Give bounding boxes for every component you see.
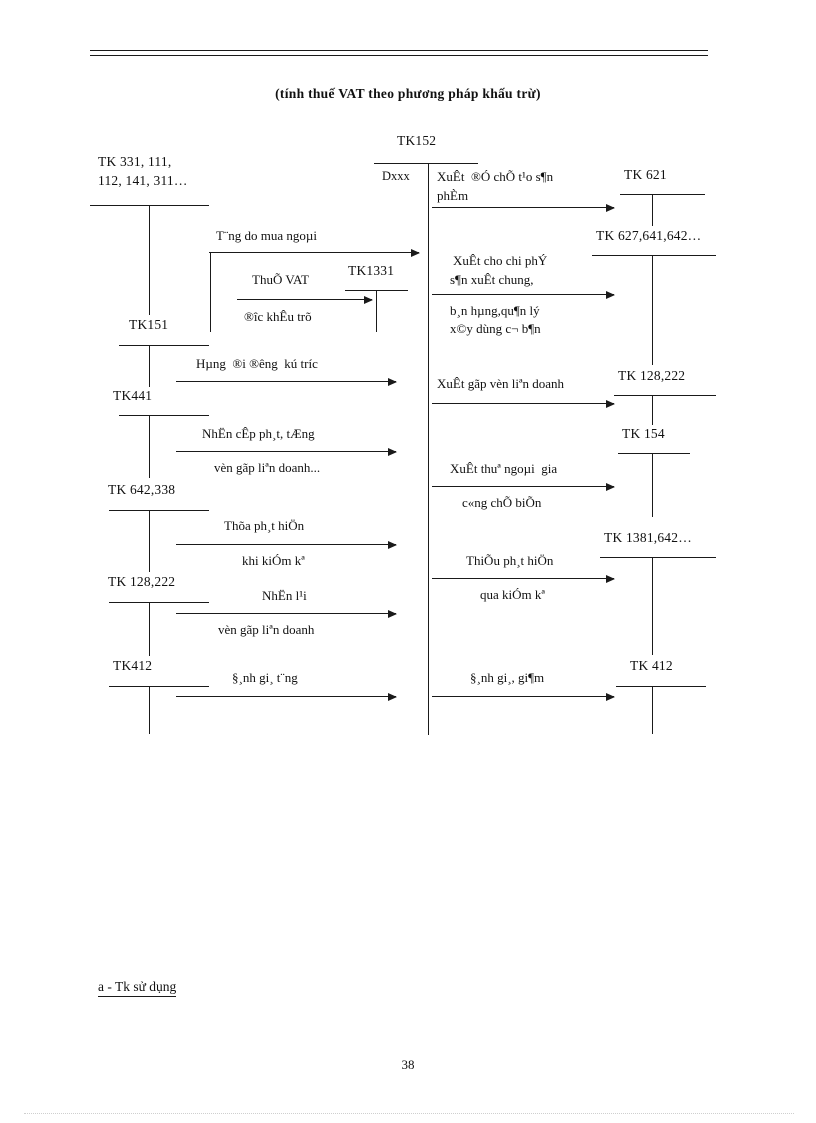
flow-xuat-thue-ngoai-arrow: [432, 482, 615, 491]
right-acct-128-222-stem: [652, 395, 653, 425]
flow-xuat-gop-von-arrow: [432, 399, 615, 408]
left-acct-128-222-bar: [109, 602, 209, 603]
page-title: (tính thuế VAT theo phương pháp khấu trừ…: [275, 86, 541, 101]
left-acct-441-stem: [149, 415, 150, 478]
header-rule: [90, 50, 708, 56]
left-acct-151-stem: [149, 345, 150, 387]
flow-thieu-phat-hien-label-above: ThiÕu ph¸t hiÖn: [466, 553, 554, 568]
footer-rule: [24, 1113, 794, 1114]
flow-nhan-lai-label-below: vèn gãp liªn doanh: [218, 622, 315, 637]
left-acct-128-222-label: TK 128,222: [108, 574, 176, 589]
center-account-stem: [428, 163, 429, 735]
flow-xuat-chi-phi-label-line2: s¶n xuÊt chung,: [450, 272, 534, 287]
left-acct-441-label: TK441: [113, 388, 153, 403]
flow-thue-vat-label-above: ThuÕ VAT: [252, 272, 309, 287]
right-acct-412-bar: [616, 686, 706, 687]
flow-thua-phat-hien-arrow: [176, 540, 397, 549]
flow-thue-vat-arrow: [237, 295, 373, 304]
left-acct-642-338-label: TK 642,338: [108, 482, 176, 497]
flow-xuat-chi-phi-label-below2: x©y dùng c¬ b¶n: [450, 321, 541, 336]
left-acct-642-338-stem: [149, 510, 150, 572]
flow-danh-gia-giam-label-above: §¸nh gi¸, gi¶m: [470, 670, 545, 685]
flow-nhan-lai-arrow: [176, 609, 397, 618]
center-account-balance: Dxxx: [382, 169, 410, 183]
center-account-label: TK152: [397, 133, 437, 148]
left-acct-441-bar: [119, 415, 209, 416]
flow-danh-gia-tang-label-above: §¸nh gi¸ t¨ng: [232, 670, 298, 685]
sub-account-1331-label: TK1331: [348, 263, 395, 278]
left-acct-331-stem: [149, 205, 150, 315]
right-acct-627-bar: [592, 255, 716, 256]
flow-thieu-phat-hien-arrow: [432, 574, 615, 583]
right-acct-1381-642-stem: [652, 557, 653, 655]
right-acct-128-222-label: TK 128,222: [618, 368, 686, 383]
right-acct-627-label: TK 627,641,642…: [596, 228, 702, 243]
right-acct-154-label: TK 154: [622, 426, 665, 441]
flow-nhan-lai-label-above: NhËn l¹i: [262, 588, 307, 603]
right-acct-1381-642-bar: [600, 557, 716, 558]
right-acct-128-222-bar: [614, 395, 716, 396]
right-acct-1381-642-label: TK 1381,642…: [604, 530, 692, 545]
flow-thua-phat-hien-label-above: Thõa ph¸t hiÖn: [224, 518, 305, 533]
flow-thua-phat-hien-label-below: khi kiÓm kª: [242, 553, 305, 568]
flow-tang-do-mua-ngoai-arrow: [209, 248, 420, 257]
flow-xuat-che-tao-label-line1: XuÊt ®Ó chÕ t¹o s¶n: [437, 169, 554, 184]
sub-account-1331-stem: [376, 290, 377, 332]
flow-nhan-cap-phat-label-below: vèn gãp liªn doanh...: [214, 460, 321, 475]
right-acct-412-stem: [652, 686, 653, 734]
page-number: 38: [401, 1057, 415, 1072]
flow-xuat-thue-ngoai-label-below: c«ng chÕ biÕn: [462, 495, 542, 510]
left-acct-128-222-stem: [149, 602, 150, 656]
center-account-top-bar: [374, 163, 478, 164]
flow-xuat-chi-phi-label-below1: b¸n hµng,qu¶n lý: [450, 303, 540, 318]
left-acct-331-label-line2: 112, 141, 311…: [98, 173, 188, 188]
flow-hang-di-duong-arrow: [176, 377, 397, 386]
left-acct-331-label-line1: TK 331, 111,: [98, 154, 172, 169]
section-note: a - Tk sử dụng: [98, 979, 177, 997]
left-acct-412-label: TK412: [113, 658, 153, 673]
right-acct-154-bar: [618, 453, 690, 454]
right-acct-621-stem: [652, 194, 653, 226]
left-acct-151-label: TK151: [129, 317, 169, 332]
flow-xuat-gop-von-label-above: XuÊt gãp vèn liªn doanh: [437, 376, 565, 391]
flow-danh-gia-tang-arrow: [176, 692, 397, 701]
flow-xuat-che-tao-label-line2: phÈm: [437, 188, 469, 203]
flow-xuat-thue-ngoai-label-above: XuÊt thuª ngoµi gia: [450, 461, 558, 476]
flow-thieu-phat-hien-label-below: qua kiÓm kª: [480, 587, 545, 602]
flow-tang-do-mua-ngoai-label-above: T¨ng do mua ngoµi: [216, 228, 318, 243]
flow-xuat-chi-phi-label-line1: XuÊt cho chi phÝ: [453, 253, 548, 268]
right-acct-412-label: TK 412: [630, 658, 673, 673]
flow-nhan-cap-phat-arrow: [176, 447, 397, 456]
flow-tang-do-mua-ngoai-bracket: [210, 252, 211, 332]
left-acct-412-stem: [149, 686, 150, 734]
flow-danh-gia-giam-arrow: [432, 692, 615, 701]
flow-xuat-chi-phi-arrow: [432, 290, 615, 299]
left-acct-151-bar: [119, 345, 209, 346]
flow-hang-di-duong-label-above: Hµng ®i ®êng kú tríc: [196, 356, 318, 371]
flow-nhan-cap-phat-label-above: NhËn cÊp ph¸t, tÆng: [202, 426, 315, 441]
right-acct-627-stem: [652, 255, 653, 365]
left-acct-642-338-bar: [109, 510, 209, 511]
right-acct-621-label: TK 621: [624, 167, 667, 182]
flow-thue-vat-label-below: ®îc khÊu trõ: [244, 309, 312, 324]
right-acct-621-bar: [620, 194, 705, 195]
flow-xuat-che-tao-arrow: [432, 203, 615, 212]
left-acct-412-bar: [109, 686, 209, 687]
right-acct-154-stem: [652, 453, 653, 517]
